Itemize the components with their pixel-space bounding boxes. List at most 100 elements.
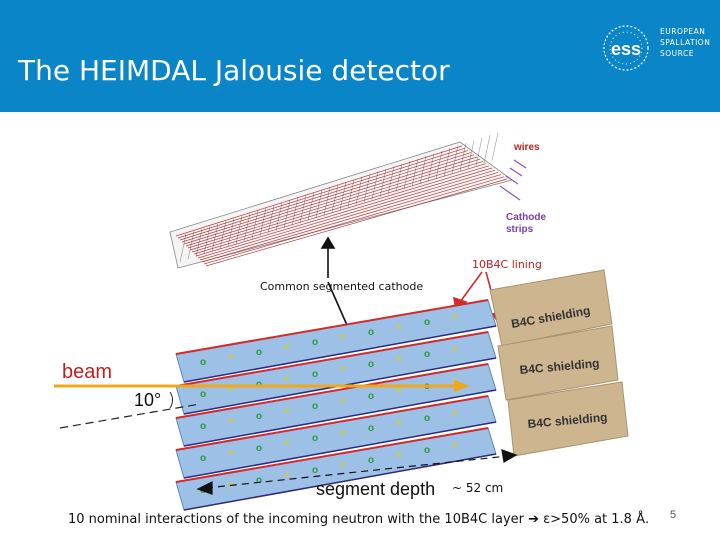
strip-line [379,168,387,198]
wire-mark: × [396,450,402,461]
wire-mark: × [396,418,402,429]
wire-line [185,156,478,247]
strip-line [275,202,283,231]
segment-depth-label: segment depth [316,479,435,499]
strip-line [339,181,347,211]
strip-line [299,194,307,224]
boron-lining [175,331,489,387]
beam-arrow [54,380,470,392]
strip-line [483,135,491,164]
cathode-mark: o [312,433,318,444]
detector-figure: o×o×o×o×o×o×o×o×o×o×o×o×o×o×o×o×o×o×o×o×… [54,132,629,511]
wire-mark: × [396,354,402,365]
strip-line [259,207,267,237]
strip-line [243,213,251,242]
shielding-blocks [489,269,629,457]
shielding-label-3: B4C shielding [527,410,608,431]
wire-line [175,145,463,237]
strip-line [267,205,275,234]
cathode-mark: o [424,349,430,360]
wire-mark: × [340,428,346,439]
cathode-mark: o [256,411,262,422]
strip-line [355,176,363,205]
wire-mark: × [396,322,402,333]
strip-line [387,166,395,195]
cathode-mark: o [200,389,206,400]
cathode-mark: o [368,327,374,338]
wire-mark: × [340,460,346,471]
cathode-mark: o [256,475,262,486]
page-number: 5 [670,509,677,521]
header-bar: The HEIMDAL Jalousie detector ess EUROPE… [0,0,720,112]
depth-value: ~ 52 cm [452,481,503,495]
cathode-label-line2: strips [506,224,534,235]
wire-mark: × [452,408,458,419]
cathode-mark: o [312,369,318,380]
strip-line [211,223,219,252]
strip-line [179,233,187,263]
wire-mark: × [452,344,458,355]
wire-mark: × [340,364,346,375]
strip-line [459,142,467,172]
angle-label: 10° [134,390,161,410]
strip-line [251,210,259,239]
strip-line [467,140,475,169]
cathode-mark: o [312,401,318,412]
cathode-mark: o [256,347,262,358]
strip-line [491,132,499,161]
wire-line [181,152,472,243]
logo-mark: ess [611,39,641,59]
footer-caption: 10 nominal interactions of the incoming … [68,512,650,527]
wire-line [179,150,469,241]
cathode-mark: o [424,413,430,424]
strip-line [347,179,355,208]
logo-line: EUROPEAN [660,27,706,36]
wire-mark: × [228,448,234,459]
wire-mark: × [284,374,290,385]
wire-mark: × [340,396,346,407]
angle-reference-line [59,403,201,429]
wire-line [199,172,499,261]
cathode-edge [183,453,497,511]
wire-mark: × [284,438,290,449]
strip-line [451,145,459,174]
strip-line [315,189,323,218]
wire-mark: × [284,470,290,481]
wire-line [203,176,505,265]
wire-mark: × [452,440,458,451]
strip-line [371,171,379,200]
strip-line [475,137,483,166]
wire-mark: × [340,332,346,343]
strip-line [307,192,315,221]
cathode-mark: o [256,443,262,454]
wire-mark: × [228,384,234,395]
wire-line [189,161,484,251]
cathode-mark: o [368,455,374,466]
angle-arc [169,391,174,409]
boron-lining [175,427,489,483]
segment-depth-arrow [196,449,518,495]
cathode-edge [183,325,497,383]
boron-lining [175,363,489,419]
boron-lining [175,299,489,355]
strip-line [435,150,443,179]
wires-label: wires [513,142,540,153]
cathode-mark: o [312,465,318,476]
cathode-mark: o [200,357,206,368]
wire-line [205,178,508,267]
cathode-mark: o [424,445,430,456]
wire-mark: × [228,352,234,363]
strip-line [291,197,299,226]
strip-line [187,231,195,260]
ess-logo: ess [603,25,649,71]
strip-line [235,215,243,244]
cathode-mark: o [368,391,374,402]
wire-line [183,154,475,245]
strip-line [227,218,235,247]
strip-line [363,174,371,203]
strip-line [403,161,411,190]
beam-label: beam [62,361,112,383]
strip-line [395,163,403,192]
strip-line [411,158,419,187]
strip-line [203,226,211,255]
